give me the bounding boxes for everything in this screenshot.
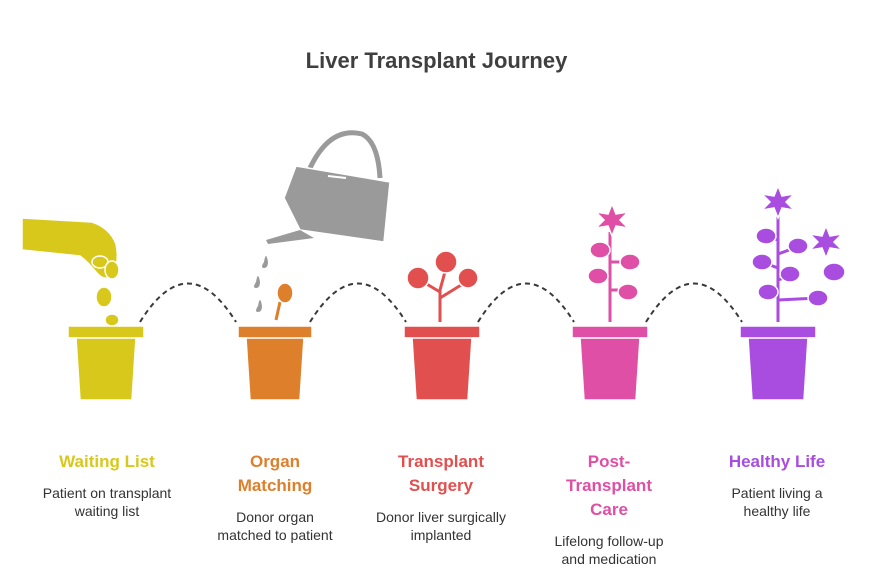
pot-2-icon bbox=[237, 325, 313, 401]
step-healthy-life: Healthy Life Patient living a healthy li… bbox=[702, 450, 852, 520]
step-label: Organ Matching bbox=[237, 452, 313, 495]
full-plant-icon bbox=[751, 183, 846, 322]
connector-3 bbox=[477, 282, 575, 323]
watering-can-icon bbox=[254, 130, 391, 312]
small-plant-icon bbox=[406, 250, 479, 322]
step-description: Patient on transplant waiting list bbox=[42, 485, 172, 519]
step-post-transplant-care: Post- Transplant Care Lifelong follow-up… bbox=[534, 450, 684, 568]
connector-4 bbox=[645, 282, 743, 323]
step-description: Donor liver surgically implanted bbox=[376, 509, 506, 543]
sprout-icon bbox=[274, 282, 294, 321]
step-description: Lifelong follow-up and medication bbox=[554, 533, 664, 567]
connector-1 bbox=[139, 282, 237, 323]
flowering-plant-icon bbox=[587, 201, 641, 322]
connector-2 bbox=[309, 282, 407, 323]
step-description: Donor organ matched to patient bbox=[217, 509, 333, 543]
step-label: Transplant Surgery bbox=[398, 452, 484, 495]
step-waiting-list: Waiting List Patient on transplant waiti… bbox=[32, 450, 182, 520]
pot-4-icon bbox=[571, 325, 649, 401]
step-transplant-surgery: Transplant Surgery Donor liver surgicall… bbox=[366, 450, 516, 544]
hand-dropping-seeds-icon bbox=[21, 217, 120, 327]
pot-1-icon bbox=[67, 325, 145, 401]
step-label: Healthy Life bbox=[728, 452, 826, 471]
step-label: Post- Transplant Care bbox=[566, 452, 652, 519]
page-title: Liver Transplant Journey bbox=[305, 48, 568, 73]
step-description: Patient living a healthy life bbox=[731, 485, 823, 519]
pot-3-icon bbox=[403, 325, 481, 401]
pot-5-icon bbox=[739, 325, 817, 401]
step-label: Waiting List bbox=[59, 452, 155, 471]
step-organ-matching: Organ Matching Donor organ matched to pa… bbox=[200, 450, 350, 544]
